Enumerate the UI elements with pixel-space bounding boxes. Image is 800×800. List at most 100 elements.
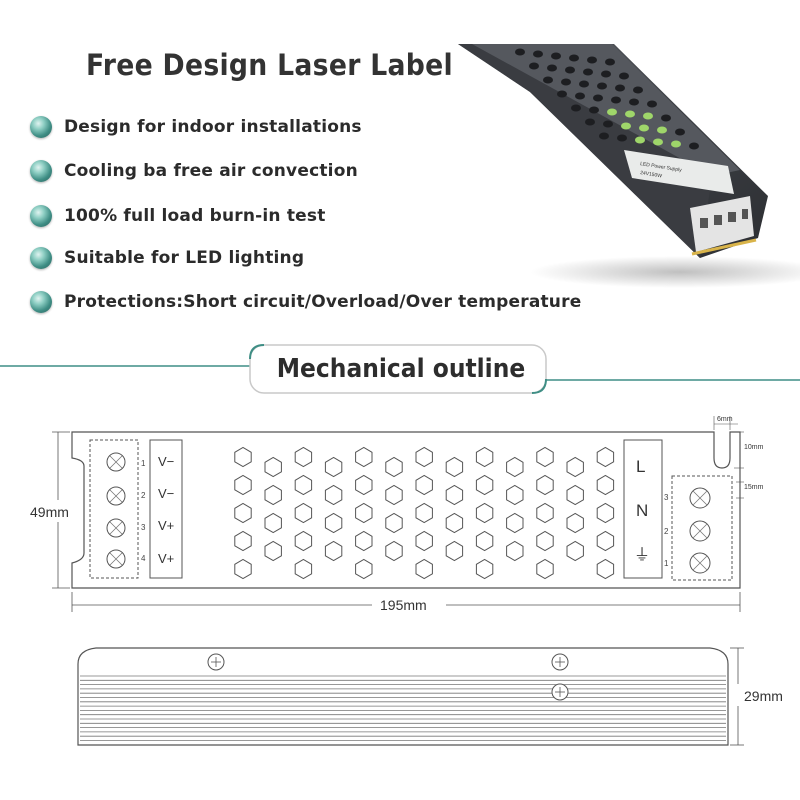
vent-hexagon (355, 502, 373, 524)
vent-hexagon (264, 456, 282, 478)
section-banner (0, 344, 800, 394)
vent-hexagon (596, 530, 615, 552)
vent-hexagon (566, 456, 584, 478)
vent-hexagon (536, 502, 554, 524)
vent-hexagon (475, 446, 494, 468)
terminal-label: V+ (158, 518, 174, 533)
pin-number: 4 (141, 554, 146, 563)
vent-hexagon (234, 530, 252, 552)
vent-hexagon (566, 512, 584, 534)
feature-item: Protections:Short circuit/Overload/Over … (30, 287, 581, 317)
feature-text: Protections:Short circuit/Overload/Over … (64, 292, 582, 312)
vent-hexagon (475, 474, 494, 496)
left-terminal-frame (89, 439, 139, 579)
vent-hexagon (596, 474, 615, 496)
feature-text: Suitable for LED lighting (64, 248, 305, 268)
vent-hexagon (596, 502, 615, 524)
vent-hexagon (475, 558, 494, 580)
vent-hexagon (264, 484, 282, 506)
dim-length-lines (71, 592, 741, 612)
vent-hexagon (506, 540, 524, 562)
vent-hexagon (415, 502, 433, 524)
dim-profile-lines (730, 647, 744, 746)
vent-hexagon (355, 530, 373, 552)
vent-hexagon (506, 512, 524, 534)
vent-hexagon (506, 484, 524, 506)
terminal-label: V− (158, 454, 174, 469)
right-terminal-screw-slots (692, 490, 708, 571)
feature-item: 100% full load burn-in test (30, 201, 326, 231)
feature-item: Design for indoor installations (30, 112, 362, 142)
left-terminal-screws (106, 452, 126, 569)
vent-hexagon (324, 512, 343, 534)
vent-hexagon (234, 474, 252, 496)
vent-hexagon (566, 540, 584, 562)
pin-number: 1 (141, 459, 146, 468)
vent-hexagon (596, 446, 615, 468)
feature-text: 100% full load burn-in test (64, 206, 326, 226)
vent-hexagon (355, 558, 373, 580)
feature-text: Design for indoor installations (64, 117, 362, 137)
pin-number: 3 (664, 493, 669, 502)
terminal-label: V+ (158, 551, 174, 566)
vent-hexagons (234, 446, 615, 580)
vent-hexagon (294, 558, 313, 580)
right-pin-numbers: 3 2 1 (664, 493, 669, 568)
vent-hexagon (475, 502, 494, 524)
side-profile-fins (80, 675, 726, 741)
feature-text: Cooling ba free air convection (64, 161, 358, 181)
terminal-label: ⏚ (634, 546, 650, 564)
vent-hexagon (506, 456, 524, 478)
vent-hexagon (385, 484, 403, 506)
vent-hexagon (264, 540, 282, 562)
feature-item: Suitable for LED lighting (30, 243, 304, 273)
side-profile-outline (77, 647, 729, 746)
left-terminal-screw-slots (109, 455, 123, 566)
vent-hexagon (264, 512, 282, 534)
vent-hexagon (445, 540, 464, 562)
vent-hexagon (324, 540, 343, 562)
pin-number: 3 (141, 523, 146, 532)
vent-hexagon (294, 446, 313, 468)
bullet-icon (30, 291, 52, 313)
vent-hexagon (355, 474, 373, 496)
page-title: Free Design Laser Label (86, 48, 453, 82)
vent-hexagon (445, 512, 464, 534)
dimension-terminal-offset: 15mm (744, 484, 764, 491)
vent-hexagon (324, 484, 343, 506)
dim-slot-lines (713, 416, 744, 499)
vent-hexagon (294, 502, 313, 524)
vent-hexagon (445, 456, 464, 478)
right-label-frame (623, 439, 663, 579)
vent-hexagon (536, 530, 554, 552)
vent-hexagon (324, 456, 343, 478)
vent-hexagon (294, 530, 313, 552)
bullet-icon (30, 160, 52, 182)
bullet-icon (30, 205, 52, 227)
feature-item: Cooling ba free air convection (30, 156, 358, 186)
pin-number: 2 (664, 527, 669, 536)
vent-hexagon (415, 446, 433, 468)
right-terminal-frame (671, 475, 733, 581)
vent-hexagon (445, 484, 464, 506)
vent-hexagon (234, 502, 252, 524)
section-title: Mechanical outline (276, 354, 526, 384)
side-profile-screw-cross (211, 657, 565, 697)
vent-hexagon (234, 446, 252, 468)
vent-hexagon (475, 530, 494, 552)
dim-height-lines (52, 431, 70, 589)
bullet-icon (30, 247, 52, 269)
dimension-slot-width: 6mm (717, 416, 733, 423)
pin-number: 1 (664, 559, 669, 568)
vent-hexagon (415, 558, 433, 580)
vent-hexagon (385, 540, 403, 562)
dimension-length: 195mm (380, 597, 427, 613)
vent-hexagon (536, 474, 554, 496)
vent-hexagon (536, 446, 554, 468)
right-terminal-labels: L N ⏚ (634, 457, 650, 564)
vent-hexagon (234, 558, 252, 580)
vent-hexagon (566, 484, 584, 506)
left-terminal-labels: V− V− V+ V+ (158, 454, 174, 566)
dimension-profile-height: 29mm (744, 688, 783, 704)
